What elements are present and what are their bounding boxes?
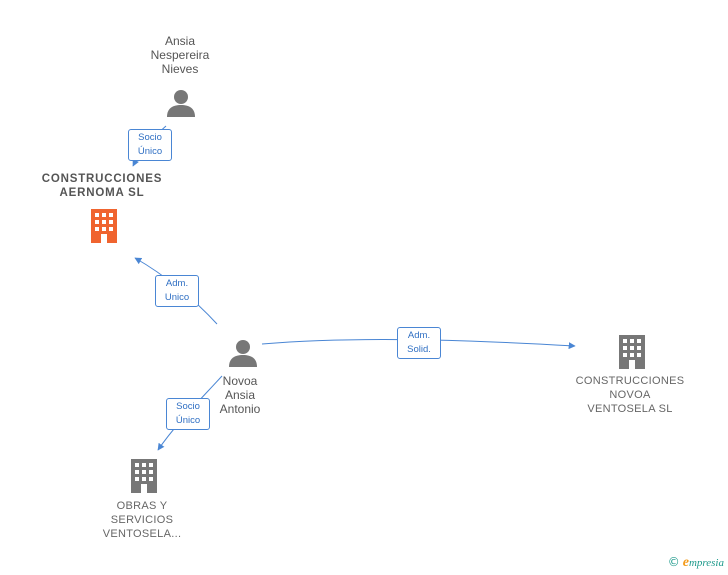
node-construcciones-aernoma[interactable]: CONSTRUCCIONES AERNOMA SL [26, 172, 178, 200]
brand-name: mpresia [688, 557, 724, 569]
node-label: CONSTRUCCIONES NOVOA VENTOSELA SL [575, 375, 685, 415]
node-novoa-ansia-antonio[interactable]: Novoa Ansia Antonio [190, 374, 290, 416]
brand-e: e [682, 555, 689, 570]
edge-label-adm-solid[interactable]: Adm. Solid. [397, 327, 441, 359]
node-label: Ansia Nespereira Nieves [150, 34, 210, 76]
edge-label-socio-unico[interactable]: Socio Único [128, 129, 172, 161]
copyright-icon: © [667, 555, 680, 569]
node-label: Novoa Ansia Antonio [219, 374, 261, 416]
node-construcciones-novoa-ventosela[interactable]: CONSTRUCCIONES NOVOA VENTOSELA SL [560, 374, 700, 416]
node-label: CONSTRUCCIONES AERNOMA SL [41, 173, 163, 199]
edge-label-adm-unico[interactable]: Adm. Unico [155, 275, 199, 307]
node-obras-y-servicios-ventosela[interactable]: OBRAS Y SERVICIOS VENTOSELA... [82, 499, 202, 541]
building-icon[interactable] [89, 209, 119, 243]
person-icon[interactable] [166, 88, 196, 118]
edge-label-socio-unico-obras[interactable]: Socio Único [166, 398, 210, 430]
building-icon[interactable] [617, 335, 647, 369]
node-label: OBRAS Y SERVICIOS VENTOSELA... [102, 500, 182, 540]
node-ansia-nespereira-nieves[interactable]: Ansia Nespereira Nieves [130, 34, 230, 76]
person-icon[interactable] [228, 338, 258, 368]
empresia-logo: ©empresia [668, 555, 724, 571]
building-icon[interactable] [129, 459, 159, 493]
